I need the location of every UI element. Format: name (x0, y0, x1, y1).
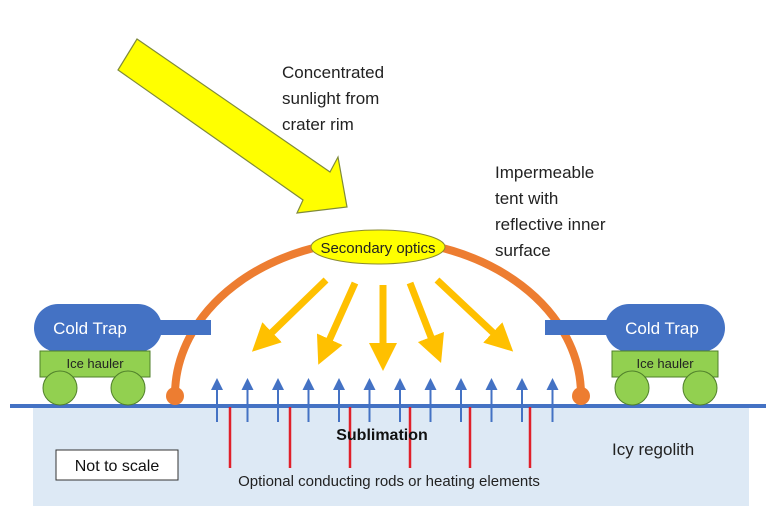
secondary-optics (310, 229, 446, 265)
light-ray-arrow (316, 281, 359, 365)
secondary-optics-label: Secondary optics (320, 240, 435, 257)
sunlight-arrow (117, 38, 348, 214)
cold-trap-left-label: Cold Trap (53, 319, 127, 338)
tent-anchor-left (166, 387, 184, 405)
sunlight-label-1: Concentrated (282, 63, 384, 82)
light-ray-arrow (251, 277, 329, 352)
tent-label-3: reflective inner (495, 215, 606, 234)
sunlight-label-3: crater rim (282, 115, 354, 134)
cold-trap-left (34, 304, 162, 352)
light-ray-arrow (406, 281, 444, 364)
wheel-icon (110, 370, 146, 406)
wheel-icon (614, 370, 650, 406)
tent-label-4: surface (495, 241, 551, 260)
cold-trap-right-label: Cold Trap (625, 319, 699, 338)
sunlight-label-2: sunlight from (282, 89, 379, 108)
rods-label: Optional conducting rods or heating elem… (238, 473, 540, 490)
ice-hauler-left-label: Ice hauler (66, 356, 124, 371)
cold-trap-pipe-right (545, 320, 615, 335)
ice-hauler-right-label: Ice hauler (636, 356, 694, 371)
not-to-scale-box (55, 449, 179, 481)
cold-trap-right (605, 304, 725, 352)
tent-label-2: tent with (495, 189, 558, 208)
tent-label-1: Impermeable (495, 163, 594, 182)
not-to-scale-label: Not to scale (75, 458, 160, 475)
cold-trap-pipe-left (150, 320, 211, 335)
wheel-icon (682, 370, 718, 406)
light-ray-arrow (434, 277, 514, 352)
sublimation-label: Sublimation (336, 427, 428, 444)
tent-anchor-right (572, 387, 590, 405)
icy-regolith-label: Icy regolith (612, 440, 694, 459)
wheel-icon (42, 370, 78, 406)
